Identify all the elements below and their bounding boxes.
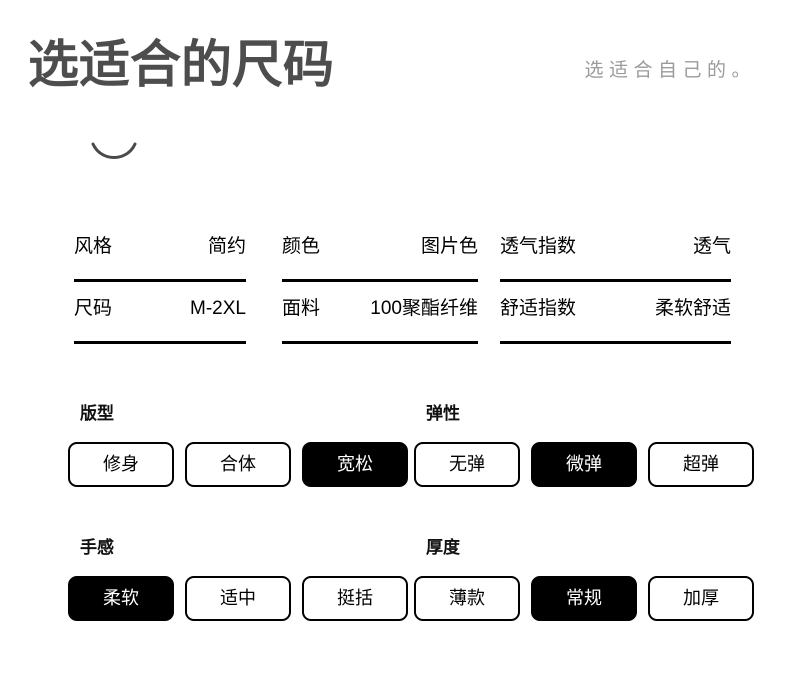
spec-cell-fabric: 面料 100聚酯纤维 (282, 290, 478, 352)
option-chip-list: 薄款 常规 加厚 (414, 576, 760, 621)
spec-cell-size: 尺码 M-2XL (74, 290, 246, 352)
spec-value: 100聚酯纤维 (370, 298, 478, 319)
option-chip-shizhong[interactable]: 适中 (185, 576, 291, 621)
option-group-row: 手感 柔软 适中 挺括 厚度 薄款 常规 加厚 (0, 536, 790, 670)
spec-table-row: 风格 简约 颜色 图片色 透气指数 透气 (0, 228, 790, 290)
spec-cell-comfort: 舒适指数 柔软舒适 (500, 290, 731, 352)
option-chip-rouruan[interactable]: 柔软 (68, 576, 174, 621)
option-chip-list: 无弹 微弹 超弹 (414, 442, 760, 487)
option-group-label: 手感 (80, 538, 114, 557)
option-chip-changgui[interactable]: 常规 (531, 576, 637, 621)
option-chip-jiahou[interactable]: 加厚 (648, 576, 754, 621)
option-chip-list: 柔软 适中 挺括 (68, 576, 414, 621)
page-title: 选适合的尺码 (28, 36, 335, 93)
option-group-fit: 版型 修身 合体 宽松 (68, 402, 414, 536)
option-chip-baokuan[interactable]: 薄款 (414, 576, 520, 621)
option-chip-weitan[interactable]: 微弹 (531, 442, 637, 487)
option-group-label: 弹性 (426, 404, 460, 423)
spec-cell-style: 风格 简约 (74, 228, 246, 290)
option-chip-tingkuo[interactable]: 挺括 (302, 576, 408, 621)
spec-cell-color: 颜色 图片色 (282, 228, 478, 290)
option-chip-chaotan[interactable]: 超弹 (648, 442, 754, 487)
spec-value: M-2XL (190, 298, 246, 319)
option-group-label: 版型 (80, 404, 114, 423)
option-chip-heti[interactable]: 合体 (185, 442, 291, 487)
spec-value: 透气 (692, 236, 731, 257)
smile-arc-icon (91, 142, 137, 159)
spec-key: 尺码 (74, 298, 113, 319)
option-chip-xiushen[interactable]: 修身 (68, 442, 174, 487)
spec-key: 透气指数 (500, 236, 577, 257)
page-header: 选适合的尺码 选适合自己的。 (0, 0, 790, 130)
spec-value: 柔软舒适 (654, 298, 731, 319)
spec-table-row: 尺码 M-2XL 面料 100聚酯纤维 舒适指数 柔软舒适 (0, 290, 790, 352)
option-group-elasticity: 弹性 无弹 微弹 超弹 (414, 402, 760, 536)
spec-key: 舒适指数 (500, 298, 577, 319)
spec-key: 风格 (74, 236, 113, 257)
spec-cell-breathability: 透气指数 透气 (500, 228, 731, 290)
spec-table: 风格 简约 颜色 图片色 透气指数 透气 尺码 M-2XL 面料 100聚酯纤维… (0, 228, 790, 352)
option-chip-wutan[interactable]: 无弹 (414, 442, 520, 487)
spec-value: 简约 (207, 236, 246, 257)
option-group-thickness: 厚度 薄款 常规 加厚 (414, 536, 760, 670)
page-subtitle: 选适合自己的。 (584, 60, 756, 81)
spec-key: 颜色 (282, 236, 321, 257)
option-group-label: 厚度 (426, 538, 460, 557)
option-chip-list: 修身 合体 宽松 (68, 442, 414, 487)
option-chip-kuansong[interactable]: 宽松 (302, 442, 408, 487)
option-group-handfeel: 手感 柔软 适中 挺括 (68, 536, 414, 670)
spec-value: 图片色 (420, 236, 478, 257)
option-group-row: 版型 修身 合体 宽松 弹性 无弹 微弹 超弹 (0, 402, 790, 536)
option-groups: 版型 修身 合体 宽松 弹性 无弹 微弹 超弹 手感 柔软 适中 挺括 (0, 402, 790, 670)
spec-key: 面料 (282, 298, 321, 319)
